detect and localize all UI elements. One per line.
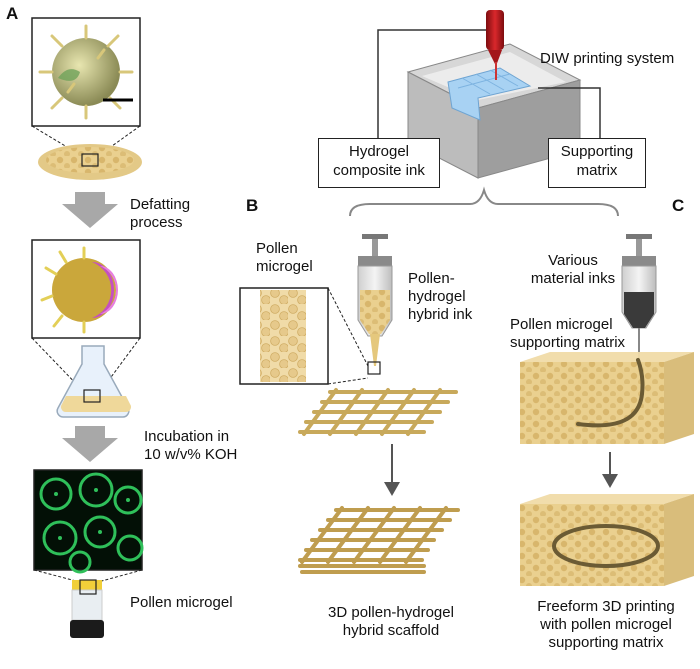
arrow-c <box>602 452 618 488</box>
incubation-label: Incubation in 10 w/v% KOH <box>144 428 238 463</box>
panel-label-b: B <box>246 196 259 215</box>
hybrid-ink-label: Pollen- hydrogel hybrid ink <box>408 270 473 323</box>
syringe-b <box>357 234 393 375</box>
supporting-matrix-box: Supporting matrix <box>548 138 646 188</box>
panel-label-a: A <box>6 4 19 23</box>
ink-connector <box>377 29 486 138</box>
matrix-label-c: Pollen microgel supporting matrix <box>510 316 626 351</box>
freeform-caption: Freeform 3D printing with pollen microge… <box>537 598 675 651</box>
printed-scaffold-stack <box>298 506 460 574</box>
syringe-c <box>621 234 657 360</box>
flask <box>56 345 132 418</box>
printed-scaffold-single <box>298 388 458 436</box>
microgel-label: Pollen microgel <box>256 240 313 275</box>
pollen-powder <box>38 144 142 180</box>
matrix-block-1 <box>520 352 694 444</box>
arrow-b <box>384 444 400 496</box>
matrix-connector <box>538 87 601 138</box>
scaffold-caption: 3D pollen-hydrogel hybrid scaffold <box>328 604 454 639</box>
down-arrow-2 <box>62 426 118 462</box>
defatting-label: Defatting process <box>130 196 191 231</box>
panel-label-c: C <box>672 196 685 215</box>
top-brace <box>349 186 619 217</box>
fluorescence-image <box>33 469 144 574</box>
hydrogel-ink-box: Hydrogel composite ink <box>318 138 440 188</box>
matrix-block-2 <box>520 494 694 586</box>
down-arrow-1 <box>62 192 118 228</box>
defatted-pollen-image <box>31 239 141 339</box>
vial <box>70 579 104 638</box>
diw-printing-box <box>406 10 582 179</box>
various-inks-label: Various material inks <box>530 252 616 287</box>
pollen-grain-photo <box>31 17 141 127</box>
pollen-microgel-label: Pollen microgel <box>130 594 233 611</box>
diw-system-label: DIW printing system <box>540 50 675 67</box>
microgel-zoom <box>239 287 329 385</box>
